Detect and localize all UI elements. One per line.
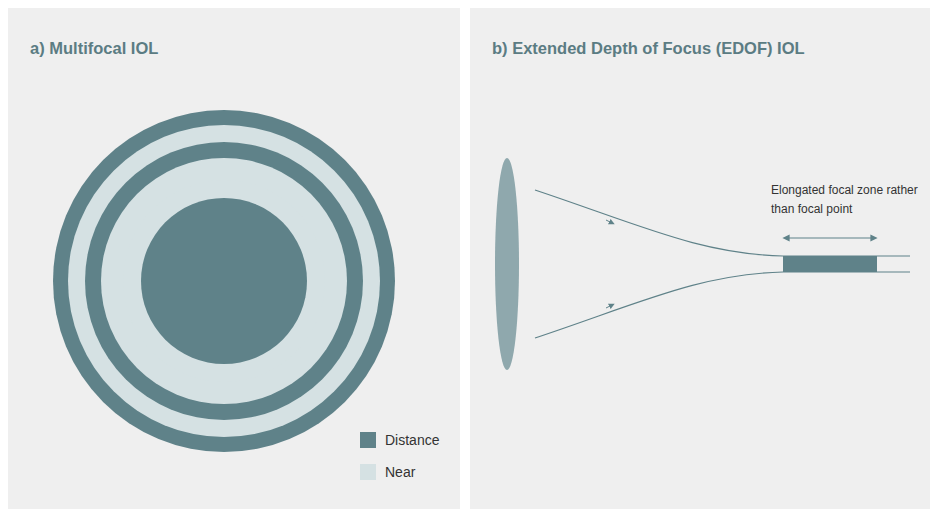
panel-title: a) Multifocal IOL [30,39,158,58]
distance-core [141,198,307,364]
legend-swatch [360,432,376,448]
near-ring [101,158,347,404]
legend-label: Distance [385,432,439,448]
distance-ring [85,142,363,420]
panel-ground [470,8,930,509]
light-ray [535,190,910,256]
focal-zone-note: Elongated focal zone rather than focal p… [771,181,921,219]
focal-zone [783,256,877,272]
light-ray [535,272,910,338]
near-ring [68,125,380,437]
figure-panel: b) Extended Depth of Focus (EDOF) IOL [470,8,930,509]
near-ring [123,180,325,382]
legend-entry: Near [360,464,415,480]
distance-ring [53,110,395,452]
lens [495,158,519,370]
ray-arrow [606,220,612,223]
zone-extent-arrow [786,237,874,238]
panel-ground [8,8,460,509]
ray-arrow [606,305,612,308]
multifocal-rings [53,110,395,452]
panel-title: b) Extended Depth of Focus (EDOF) IOL [492,39,805,58]
legend-entry: Distance [360,432,439,448]
legend-swatch [360,464,376,480]
legend-label: Near [385,464,415,480]
